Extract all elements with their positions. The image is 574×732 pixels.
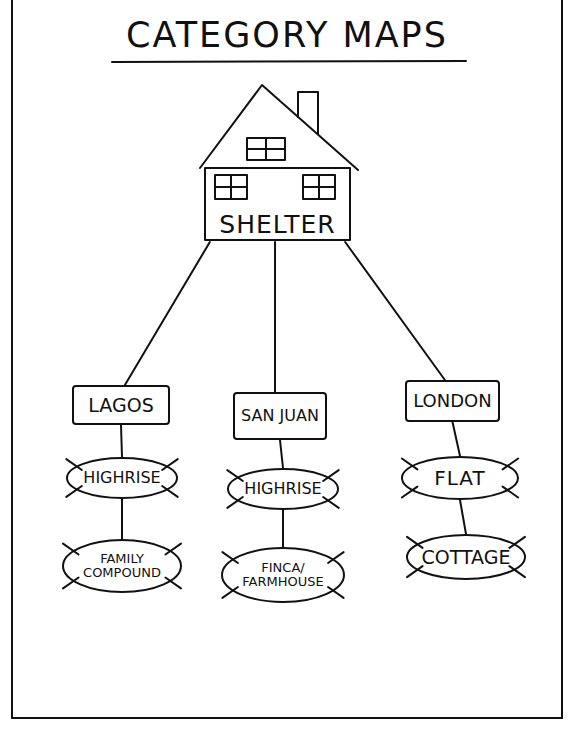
connector-line [125, 242, 210, 385]
connector-line [345, 242, 445, 380]
connector-line [121, 425, 122, 457]
house-chimney [298, 92, 318, 134]
node-label: FINCA/ FARMHOUSE [236, 561, 331, 590]
house-window [215, 175, 247, 199]
connector-line [121, 499, 123, 539]
frame-left [11, 0, 13, 718]
connector-line [280, 440, 283, 468]
title-underline [112, 61, 466, 62]
oval-spike [503, 487, 519, 498]
oval-shape [67, 458, 177, 498]
oval-spike [503, 458, 519, 469]
oval-shape [407, 535, 525, 579]
oval-spike [407, 566, 423, 577]
oval-shape [222, 548, 344, 602]
oval-shape [228, 469, 338, 509]
node-label: SHELTER [219, 211, 335, 239]
connector-line [274, 242, 276, 392]
oval-spike [328, 552, 344, 563]
oval-spike [227, 470, 243, 481]
oval-spike [402, 487, 418, 498]
node-label: HIGHRISE [244, 480, 321, 498]
oval-spike [227, 497, 243, 508]
oval-spike [509, 566, 525, 577]
node-label: LONDON [413, 391, 492, 411]
node-label: COTTAGE [421, 547, 510, 568]
category-oval: HIGHRISE [227, 468, 339, 510]
oval-spike [165, 544, 181, 555]
oval-spike [323, 497, 339, 508]
connector-line [282, 510, 284, 547]
frame-lines [12, 0, 562, 718]
oval-shape [402, 457, 518, 499]
category-oval: HIGHRISE [66, 457, 178, 499]
oval-spike [222, 587, 238, 598]
oval-spike [66, 486, 82, 497]
oval-spike [402, 458, 418, 469]
house-roof [200, 85, 358, 170]
oval-spike [162, 486, 178, 497]
house-window [303, 175, 335, 199]
frame-bottom [12, 717, 562, 719]
oval-spike [66, 459, 82, 470]
diagram-title: CATEGORY MAPS [0, 14, 574, 56]
node-label: SAN JUAN [241, 407, 319, 425]
node-label: FAMILY COMPOUND [77, 552, 167, 581]
city-box: SAN JUAN [233, 392, 327, 440]
connector-line [453, 422, 461, 456]
category-oval: FAMILY COMPOUND [62, 539, 182, 593]
category-oval: FLAT [401, 456, 519, 500]
connector-line [460, 500, 466, 534]
oval-spike [63, 544, 79, 555]
oval-spike [162, 459, 178, 470]
oval-spike [63, 577, 79, 588]
house-drawing [200, 85, 358, 240]
node-label: FLAT [434, 467, 485, 489]
frame-right [561, 0, 563, 718]
oval-spike [222, 552, 238, 563]
node-label: HIGHRISE [83, 469, 160, 487]
node-label: LAGOS [88, 395, 153, 416]
oval-spike [509, 537, 525, 548]
category-oval: COTTAGE [406, 534, 526, 580]
house-node: SHELTER [195, 82, 360, 242]
oval-spike [407, 537, 423, 548]
city-box: LAGOS [72, 385, 170, 425]
category-oval: FINCA/ FARMHOUSE [221, 547, 345, 603]
house-window [247, 138, 285, 160]
oval-spike [165, 577, 181, 588]
city-box: LONDON [405, 380, 500, 422]
oval-spike [328, 587, 344, 598]
oval-spike [323, 470, 339, 481]
house-body [205, 168, 350, 240]
oval-shape [63, 540, 181, 592]
